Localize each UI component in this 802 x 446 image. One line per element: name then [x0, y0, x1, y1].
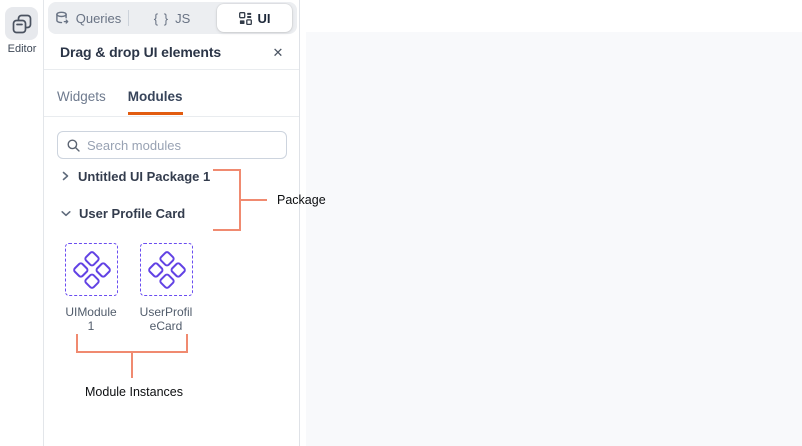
modules-bracket-pointer-line — [131, 351, 133, 378]
module-instances-annotation-label: Module Instances — [85, 385, 183, 399]
panel-title: Drag & drop UI elements — [60, 43, 222, 60]
braces-icon: { } — [153, 10, 170, 26]
editor-label: Editor — [7, 43, 37, 55]
editor-pages-button[interactable] — [5, 7, 38, 40]
chevron-right-icon — [61, 171, 70, 181]
ui-explorer-panel: Queries { } JS UI Drag & drop UI element… — [44, 0, 300, 446]
package-row-user-profile-card[interactable]: User Profile Card — [61, 204, 185, 222]
package-annotation-label: Package — [277, 193, 326, 207]
module-diamonds-icon — [147, 250, 187, 290]
search-box — [57, 131, 287, 159]
segment-divider — [128, 10, 129, 26]
module-card-label: UIModule 1 — [65, 305, 117, 333]
package-bracket-vertical-line — [239, 169, 241, 231]
module-card-label: UserProfil eCard — [139, 305, 193, 333]
search-icon — [67, 139, 80, 152]
package-name: Untitled UI Package 1 — [78, 168, 211, 184]
modules-bracket-left-line — [76, 334, 78, 353]
package-bracket-bottom-line — [213, 229, 241, 231]
package-bracket-top-line — [213, 169, 241, 171]
panel-header: Drag & drop UI elements ✕ — [44, 34, 299, 70]
close-icon[interactable]: ✕ — [272, 45, 284, 60]
entity-tabs: Widgets Modules — [44, 70, 299, 117]
tab-js-label: JS — [175, 10, 191, 26]
module-card-uimodule1[interactable] — [65, 243, 118, 296]
tab-queries[interactable]: Queries — [48, 2, 128, 34]
app-canvas[interactable] — [306, 32, 802, 446]
modules-bracket-right-line — [186, 334, 188, 353]
tab-ui-label: UI — [257, 10, 271, 26]
search-input[interactable] — [87, 137, 277, 153]
module-diamonds-icon — [72, 250, 112, 290]
tab-queries-label: Queries — [75, 10, 122, 26]
tab-ui[interactable]: UI — [217, 4, 292, 32]
tab-js[interactable]: { } JS — [129, 2, 215, 34]
tab-modules[interactable]: Modules — [127, 76, 183, 116]
module-card-userprofilecard[interactable] — [140, 243, 193, 296]
chevron-down-icon — [61, 209, 71, 218]
ui-grid-icon — [238, 11, 252, 25]
package-name: User Profile Card — [79, 205, 186, 221]
package-bracket-pointer-line — [241, 199, 267, 201]
tab-widgets[interactable]: Widgets — [57, 88, 106, 104]
pages-stack-icon — [11, 13, 33, 35]
editor-sidebar: Editor — [0, 0, 44, 446]
editor-mode-segmented-control: Queries { } JS UI — [48, 2, 297, 34]
queries-db-icon — [55, 11, 70, 26]
package-row-untitled-ui-package-1[interactable]: Untitled UI Package 1 — [61, 167, 210, 185]
